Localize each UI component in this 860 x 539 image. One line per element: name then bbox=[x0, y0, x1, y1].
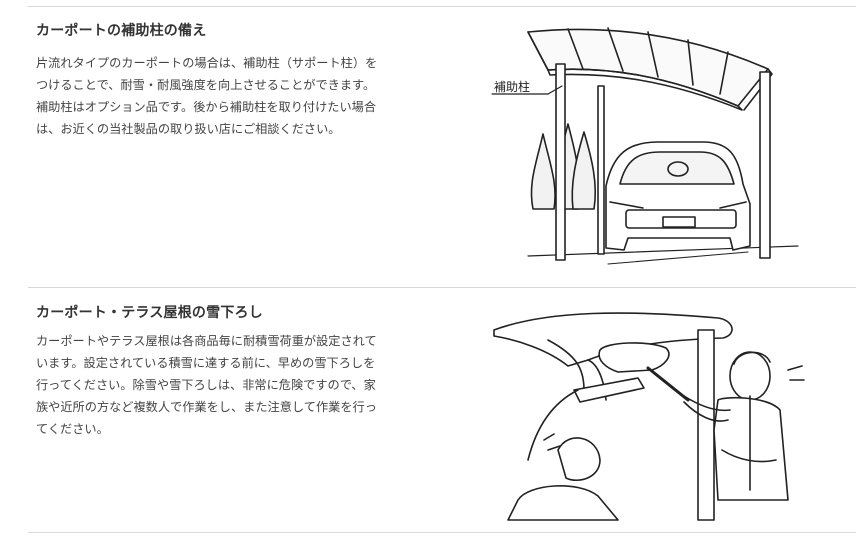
body-line: 行ってください。除雪や雪下ろしは、非常に危険ですので、家 bbox=[36, 378, 376, 392]
body-line: 補助柱はオプション品です。後から補助柱を取り付けたい場合 bbox=[36, 100, 377, 114]
body-line: カーポートやテラス屋根は各商品毎に耐積雪荷重が設定されて bbox=[36, 334, 377, 348]
body-line: つけることで、耐雪・耐風強度を向上させることができます。 bbox=[36, 78, 376, 92]
support-pillar-label: 補助柱 bbox=[494, 80, 531, 94]
section-title: カーポート・テラス屋根の雪下ろし bbox=[36, 305, 263, 321]
body-line: います。設定されている積雪に達する前に、早めの雪下ろしを bbox=[36, 356, 376, 370]
snow-removal-illustration bbox=[488, 300, 818, 524]
section-body: カーポートやテラス屋根は各商品毎に耐積雪荷重が設定されて います。設定されている… bbox=[36, 330, 436, 440]
top-divider bbox=[28, 6, 856, 7]
carport-illustration: 補助柱 bbox=[488, 14, 808, 274]
section-body: 片流れタイプのカーポートの場合は、補助柱（サポート柱）を つけることで、耐雪・耐… bbox=[36, 52, 436, 140]
body-line: は、お近くの当社製品の取り扱い店にご相談ください。 bbox=[36, 122, 341, 136]
body-line: てください。 bbox=[36, 422, 109, 436]
body-line: 族や近所の方など複数人で作業をし、また注意して作業を行っ bbox=[36, 400, 377, 414]
body-line: 片流れタイプのカーポートの場合は、補助柱（サポート柱）を bbox=[36, 56, 378, 70]
bottom-divider bbox=[28, 532, 856, 533]
section-divider bbox=[28, 287, 856, 288]
section-title: カーポートの補助柱の備え bbox=[36, 23, 207, 39]
